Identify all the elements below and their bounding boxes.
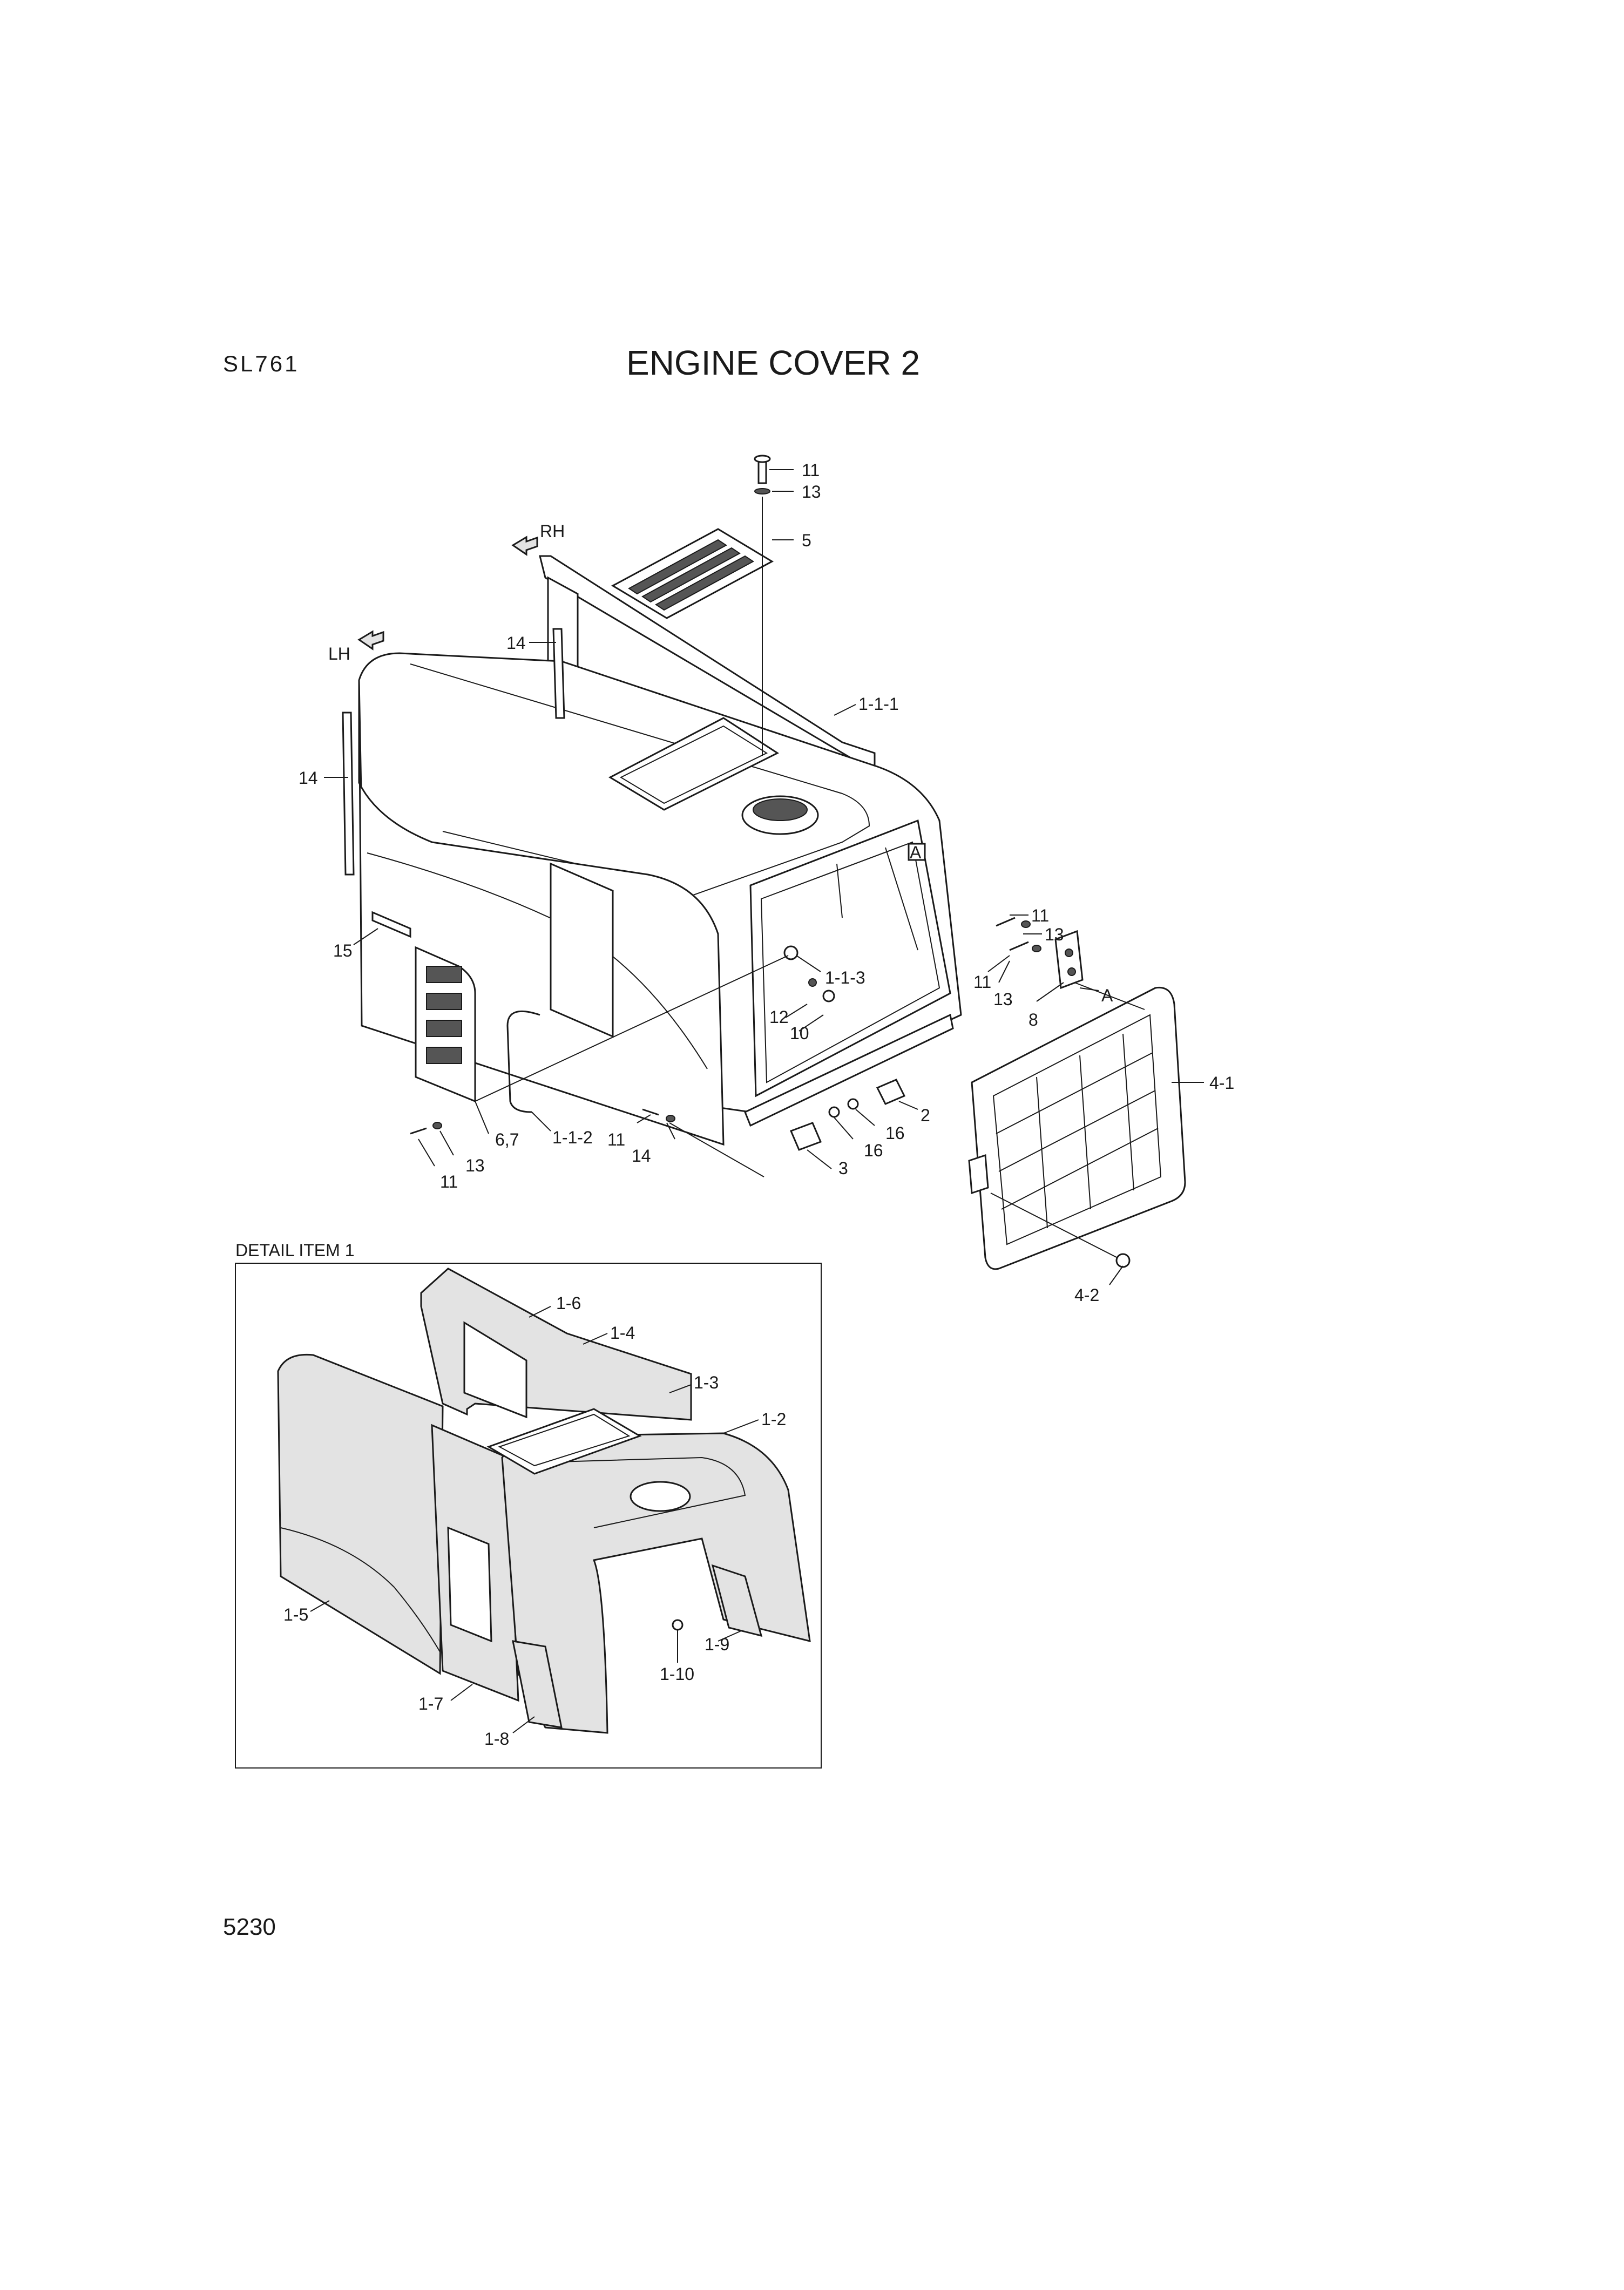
callout-1-1-3: 1-1-3 [825,968,865,987]
rear-grille-door [968,986,1186,1270]
callout-1-2: 1-2 [761,1410,786,1429]
top-louver-panel [611,528,774,619]
page-number: 5230 [223,1914,276,1940]
callout-1-10: 1-10 [660,1664,694,1684]
callout-8: 8 [1028,1010,1038,1029]
callout-13: 13 [993,990,1013,1009]
detail-item-1: DETAIL ITEM 1 [235,1241,822,1769]
callout-14: 14 [632,1146,651,1166]
lh-arrow-icon [357,630,384,651]
callout-11: 11 [973,972,991,992]
detail-frame [235,1263,822,1769]
callout-6-7: 6,7 [495,1130,519,1149]
callout-1-1-1: 1-1-1 [858,694,899,714]
callout-1-9: 1-9 [705,1635,729,1654]
hinge [1054,930,1084,990]
callout-13: 13 [465,1156,485,1175]
callout-12: 12 [769,1007,789,1027]
model-code: SL761 [223,351,300,376]
callout-16: 16 [885,1123,905,1143]
callout-labels: 11 13 5 14 1-1-1 14 15 A 11 13 11 13 A 8… [299,460,1234,1305]
callout-1-4: 1-4 [610,1323,635,1343]
mounting-brackets [790,1079,906,1151]
callout-A: A [910,843,922,862]
callout-13: 13 [1045,925,1064,944]
callout-4-1: 4-1 [1209,1073,1234,1093]
callout-4-2: 4-2 [1074,1285,1099,1305]
assembly-guide-lines [475,497,1145,1258]
callout-14: 14 [506,633,526,653]
callout-leaders [324,469,1204,1285]
callout-1-7: 1-7 [418,1694,443,1713]
fasteners [410,455,1131,1268]
callout-1-5: 1-5 [283,1605,308,1624]
callout-1-8: 1-8 [484,1729,509,1749]
callout-13: 13 [802,482,821,502]
callout-10: 10 [790,1024,809,1043]
detail-callout-labels: 1-6 1-4 1-3 1-2 1-5 1-9 1-10 1-7 1-8 [283,1293,786,1749]
callout-A: A [1101,986,1113,1005]
detail-leaders [310,1306,759,1733]
callout-3: 3 [838,1158,848,1178]
direction-indicators: RH LH [328,521,565,663]
callout-11: 11 [802,460,820,480]
callout-1-3: 1-3 [694,1373,719,1392]
callout-1-1-2: 1-1-2 [552,1128,593,1147]
callout-11: 11 [607,1130,625,1149]
callout-1-6: 1-6 [556,1293,581,1313]
rh-arrow-icon [511,536,538,556]
rh-label: RH [540,521,565,541]
callout-2: 2 [921,1106,930,1125]
side-louver-panel [415,946,476,1103]
lh-label: LH [328,644,350,663]
detail-label: DETAIL ITEM 1 [235,1241,354,1260]
callout-11: 11 [1031,906,1049,925]
handle [506,1010,540,1113]
callout-14: 14 [299,768,318,788]
callout-5: 5 [802,531,811,550]
callout-16: 16 [864,1141,883,1160]
page-title: ENGINE COVER 2 [626,343,921,382]
callout-11: 11 [440,1172,458,1191]
callout-15: 15 [333,941,353,960]
